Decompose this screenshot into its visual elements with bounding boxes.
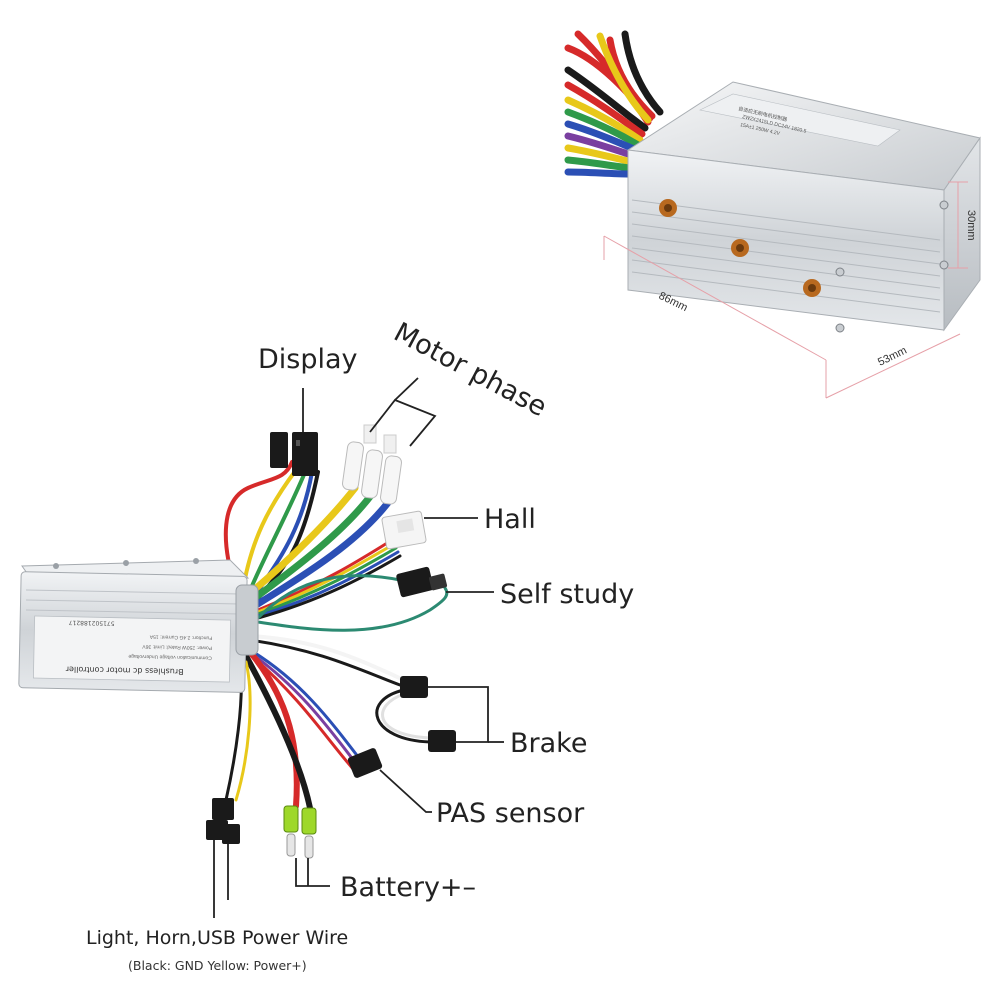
self-study-connector [396,566,448,598]
display-connector [270,432,318,476]
dim-height-label: 30mm [965,210,977,241]
motor-phase-connectors [342,424,402,505]
svg-text:Communication voltage Undervo: Communication voltage Undervoltage [128,653,212,661]
inset-wire-bundle [564,30,664,178]
label-light-horn: Light, Horn,USB Power Wire [86,927,348,949]
label-brake: Brake [510,728,587,759]
svg-text:Power: 250W Rated: Limit: 36V: Power: 250W Rated: Limit: 36V [142,643,213,650]
label-hall: Hall [484,504,536,535]
inset-dimension-lines [603,181,968,399]
label-light-horn-note: (Black: GND Yellow: Power+) [128,958,307,973]
label-display: Display [258,344,358,375]
wire-harness [223,460,449,811]
label-battery: Battery+– [340,872,476,903]
hall-connector [381,510,427,550]
light-horn-connectors [206,798,240,844]
inset-terminal-screws [659,199,821,297]
brake-connectors [400,676,456,752]
inset-box-side [943,136,981,332]
controller-label-serial: 571502188217 [69,619,115,627]
main-wiring-diagram: Brushless dc motor controller 5715021882… [18,317,634,973]
controller-label-plate [32,615,232,683]
controller-label-title: Brushless dc motor controller [65,665,184,676]
label-pas-sensor: PAS sensor [436,798,585,829]
inset-controller-photo: 自适应无刷电机控制器 ZW2X2415LD DC24V 1820.5 15A±1… [564,28,1000,404]
battery-connectors [283,805,317,859]
svg-text:Function: 2.4G Current: 15A: Function: 2.4G Current: 15A [149,633,212,640]
leader-lines [213,377,504,918]
label-self-study: Self study [500,579,634,610]
pas-connector [347,748,383,778]
controller-box: Brushless dc motor controller 5715021882… [18,558,259,693]
